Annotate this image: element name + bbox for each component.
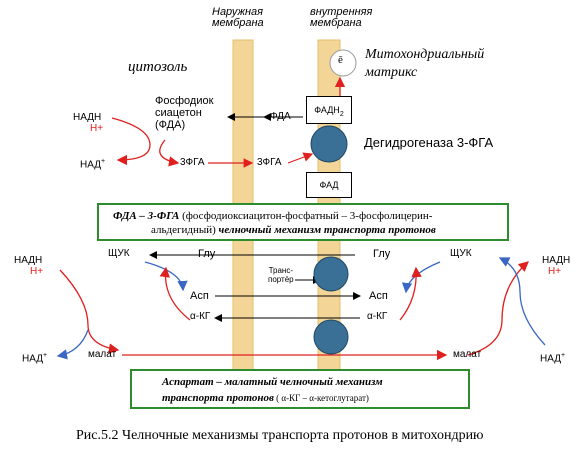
transporter-1 [313, 256, 349, 292]
right-blue-shuk-curve [401, 261, 441, 294]
fadh-text: ФАДН [314, 105, 340, 115]
h-plus-right: Н+ [548, 266, 562, 277]
fga-left-label: 3ФГА [180, 157, 205, 168]
malate-right: малат [453, 349, 482, 360]
inner-membrane-label-line2: мембрана [310, 17, 362, 29]
inner-membrane-label-line1: внутренняя [310, 6, 373, 18]
fga-right-label: 3ФГА [257, 157, 282, 168]
h-plus-left: Н+ [30, 266, 44, 277]
left-blue-nad-curve [56, 329, 89, 360]
right-red-akg-curve [399, 266, 422, 321]
malate-caption-line1: Аспартат – малатный челночный механизм [162, 376, 383, 388]
nad-left-sup: + [43, 352, 48, 359]
outer-membrane-label-line1: Наружная [212, 6, 264, 18]
dha-line2: сиацетон [155, 107, 202, 119]
arrow-fga-to-enzyme [287, 152, 314, 164]
shuk-right: ЩУК [450, 248, 472, 259]
fga-caption-line2-italic: челночный механизм транспорта протонов [218, 224, 436, 236]
fadh2-box: ФАДН2 [306, 96, 352, 124]
akg-left: α-КГ [190, 311, 211, 322]
electron-symbol: ē [338, 54, 343, 66]
glu-left: Глу [198, 248, 216, 260]
arc-nadh-to-nad [111, 117, 151, 166]
nad-right-sup: + [561, 352, 566, 359]
fga-caption-line2: альдегидный) челночный механизм транспор… [151, 225, 436, 236]
nad-left: НАД+ [22, 352, 47, 364]
matrix-label-line1: Митохондриальный [365, 47, 485, 62]
dha-line3: (ФДА) [155, 119, 186, 131]
transporter-label: Транс-портёр [268, 266, 294, 284]
malate-caption-line2-bold: транспорта протонов [162, 392, 274, 404]
nadh-upper-text: НАДН [73, 112, 102, 123]
transporter-line2: портёр [268, 275, 294, 284]
arc-dha-to-fga [159, 139, 180, 167]
nad-upper-text: НАД [80, 159, 101, 171]
malate-shuttle-caption-box: Аспартат – малатный челночный механизм т… [130, 369, 470, 409]
nadh-upper: НАДН [73, 113, 101, 123]
right-blue-nad-curve [498, 257, 546, 346]
left-blue-shuk-to-asp [144, 261, 188, 292]
fga-caption-line1: ФДА – 3-ФГА (фосфодиоксиацитон-фосфатный… [113, 211, 432, 222]
nad-right-text: НАД [540, 353, 561, 365]
left-red-akg-to-glu [159, 266, 191, 321]
fga-caption-normal: (фосфодиоксиацитон-фосфатный – 3-фосфоли… [179, 210, 433, 222]
nadh-right: НАДН [542, 255, 571, 266]
electron-circle [329, 49, 357, 77]
matrix-label-line2: матрикс [365, 65, 418, 80]
fga-caption-line2-normal: альдегидный) [151, 224, 219, 236]
malate-caption-line2-tail: ( α-КГ – α-кетоглутарат) [273, 393, 369, 403]
shuk-left: ЩУК [108, 248, 130, 259]
h-plus-upper: Н+ [90, 123, 104, 134]
dha-line1: Фосфодиок [155, 95, 214, 107]
nad-left-text: НАД [22, 353, 43, 365]
transporter-line1: Транс- [268, 266, 294, 275]
transporter-2 [313, 319, 349, 355]
fga-shuttle-caption-box: ФДА – 3-ФГА (фосфодиоксиацитон-фосфатный… [97, 203, 509, 241]
asp-right: Асп [369, 290, 388, 302]
right-red-nadh-curve [467, 261, 529, 356]
akg-right: α-КГ [367, 311, 388, 322]
dehydrogenase-enzyme [310, 125, 348, 163]
malate-caption-line2: транспорта протонов ( α-КГ – α-кетоглута… [162, 393, 369, 404]
nad-right: НАД+ [540, 352, 565, 364]
glu-right: Глу [373, 248, 391, 260]
asp-left: Асп [190, 290, 209, 302]
malate-left: малат [88, 349, 117, 360]
outer-membrane-label-line2: мембрана [212, 17, 264, 29]
fad-box: ФАД [306, 172, 352, 198]
nad-upper-sup: + [101, 158, 106, 165]
cytosol-label: цитозоль [128, 59, 188, 75]
figure-caption: Рис.5.2 Челночные механизмы транспорта п… [76, 428, 484, 443]
fda-label: ФДА [270, 111, 291, 122]
fadh-sub: 2 [339, 110, 344, 118]
left-red-nadh-curve [59, 269, 120, 354]
nad-upper: НАД+ [80, 158, 105, 170]
enzyme-label: Дегидрогеназа 3-ФГА [364, 135, 494, 150]
fga-caption-bold: ФДА – 3-ФГА [113, 210, 180, 222]
nadh-left: НАДН [14, 255, 43, 266]
